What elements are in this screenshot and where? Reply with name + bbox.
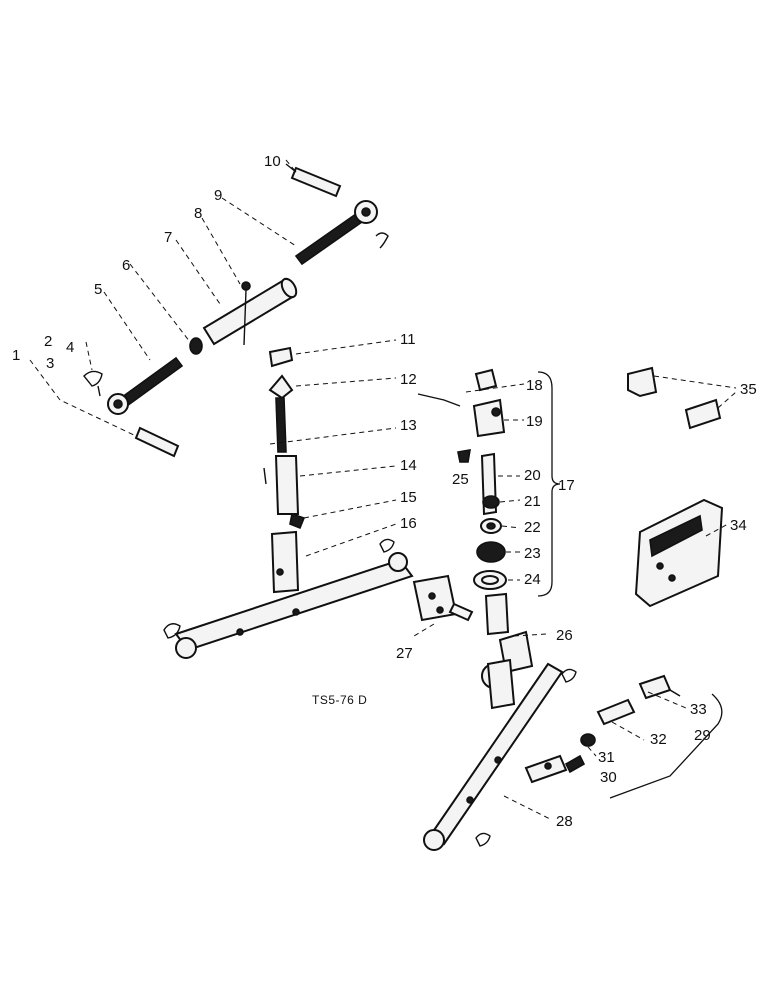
callout-30: 30 (600, 769, 617, 786)
callout-23: 23 (524, 545, 541, 562)
callout-35: 35 (740, 381, 757, 398)
nut-21 (482, 495, 500, 509)
turnbuckle-tube-7 (202, 277, 298, 346)
callout-34: 34 (730, 517, 747, 534)
callout-3: 3 (46, 355, 54, 372)
handle-8 (241, 281, 251, 346)
bracket-26 (484, 592, 534, 674)
cap-25 (457, 449, 471, 463)
callout-14: 14 (400, 457, 417, 474)
linch-pin-4 (83, 370, 103, 397)
bracket-34 (634, 498, 724, 608)
callout-5: 5 (94, 281, 102, 298)
callout-24: 24 (524, 571, 541, 588)
elbow-18 (417, 368, 498, 407)
washer-24 (473, 570, 507, 590)
callout-labels: 1 2 3 4 5 6 7 8 9 10 11 12 13 14 15 16 1… (12, 153, 757, 830)
housing-19 (472, 398, 506, 438)
callout-17: 17 (558, 477, 575, 494)
callout-33: 33 (690, 701, 707, 718)
callout-25: 25 (452, 471, 469, 488)
callout-15: 15 (400, 489, 417, 506)
callout-6: 6 (122, 257, 130, 274)
callout-19: 19 (526, 413, 543, 430)
spring-23 (476, 541, 506, 563)
lower-link-28 (423, 658, 577, 851)
pin-15 (289, 512, 306, 530)
callout-29: 29 (694, 727, 711, 744)
callout-10: 10 (264, 153, 281, 170)
drawing-code: TS5-76 D (312, 693, 367, 707)
callout-26: 26 (556, 627, 573, 644)
callout-7: 7 (164, 229, 172, 246)
callout-11: 11 (400, 331, 416, 348)
callout-20: 20 (524, 467, 541, 484)
callout-8: 8 (194, 205, 202, 222)
callout-9: 9 (214, 187, 222, 204)
clevis-16 (270, 530, 300, 594)
clips-35 (627, 366, 722, 430)
brace-29 (609, 693, 723, 799)
brace-17 (537, 371, 561, 597)
callout-27: 27 (396, 645, 413, 662)
callout-21: 21 (524, 493, 541, 510)
pin-10 (285, 163, 342, 198)
lower-link-left (163, 538, 414, 659)
block-27 (412, 574, 474, 622)
sleeve-14 (263, 455, 300, 515)
turnbuckle-end-5 (107, 356, 184, 415)
washer-22 (480, 518, 502, 534)
callout-18: 18 (526, 377, 543, 394)
elbow-11 (268, 346, 294, 368)
callout-1: 1 (12, 347, 20, 364)
callout-16: 16 (400, 515, 417, 532)
pin-1 (134, 426, 180, 458)
locknut-6 (189, 337, 203, 355)
callout-31: 31 (598, 749, 615, 766)
leader-lines (29, 159, 737, 821)
callout-28: 28 (556, 813, 573, 830)
callout-2: 2 (44, 333, 52, 350)
turnbuckle-end-9 (294, 200, 389, 266)
callout-12: 12 (400, 371, 417, 388)
callout-4: 4 (66, 339, 74, 356)
link-12 (268, 374, 294, 453)
callout-13: 13 (400, 417, 417, 434)
check-chain-parts (524, 674, 681, 784)
callout-32: 32 (650, 731, 667, 748)
callout-22: 22 (524, 519, 541, 536)
